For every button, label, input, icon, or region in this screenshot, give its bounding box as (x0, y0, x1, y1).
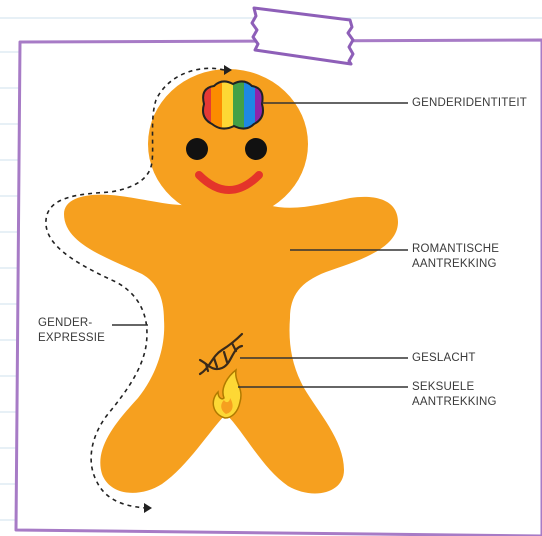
label-romantic-attraction-line2: AANTREKKING (412, 257, 499, 272)
left-eye (186, 138, 208, 160)
label-gender-expression: GENDER- EXPRESSIE (38, 316, 105, 346)
right-eye (245, 138, 267, 160)
label-sexual-attraction: SEKSUELE AANTREKKING (412, 380, 497, 410)
label-sexual-attraction-line2: AANTREKKING (412, 395, 497, 410)
label-romantic-attraction-line1: ROMANTISCHE (412, 242, 499, 257)
label-gender-identity-text: GENDERIDENTITEIT (412, 97, 527, 109)
label-gender-identity: GENDERIDENTITEIT (412, 96, 527, 111)
label-gender-expression-line2: EXPRESSIE (38, 331, 105, 346)
label-sex: GESLACHT (412, 351, 476, 366)
label-sexual-attraction-line1: SEKSUELE (412, 380, 497, 395)
label-romantic-attraction: ROMANTISCHE AANTREKKING (412, 242, 499, 272)
label-sex-text: GESLACHT (412, 352, 476, 364)
label-gender-expression-line1: GENDER- (38, 316, 105, 331)
